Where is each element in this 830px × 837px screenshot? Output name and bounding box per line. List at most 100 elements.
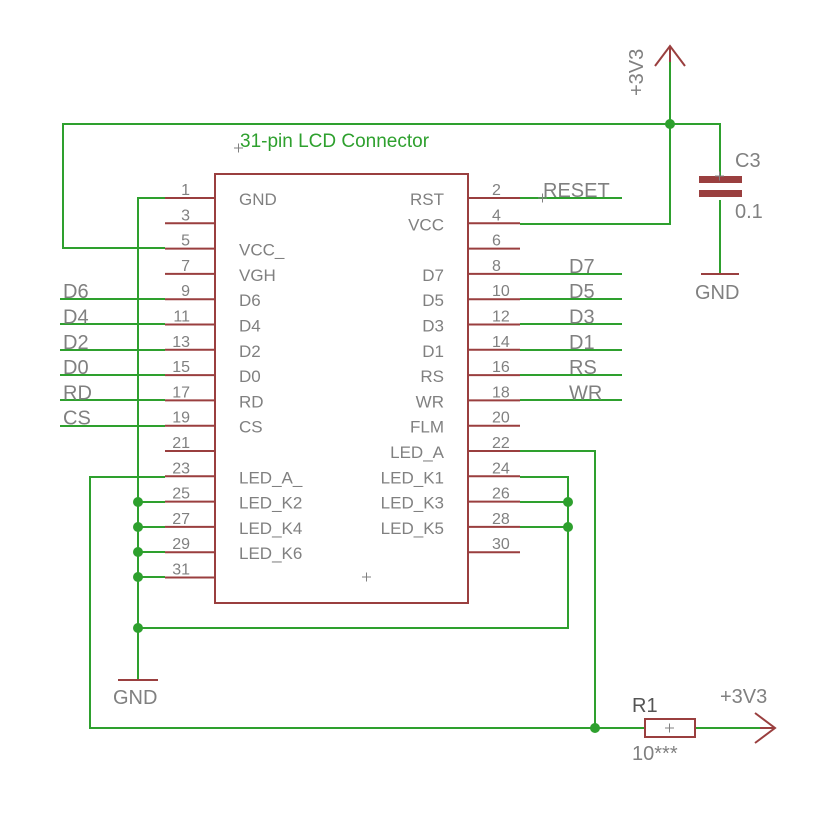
pin-label: LED_K6 [239,544,302,563]
wire-led-anode-pin22 [520,450,596,728]
wire-led-anode-pin23 [89,476,645,729]
pin-number: 23 [172,460,190,477]
junction-dot [590,723,600,733]
pin-number: 28 [492,511,510,528]
pin-number: 14 [492,334,510,351]
pin-number: 9 [181,283,190,300]
pin-number: 30 [492,536,510,553]
wire-gnd-to-cathodes [138,476,569,629]
resistor-value: 10*** [632,743,678,765]
net-label: CS [63,408,91,430]
pin-number: 11 [173,309,190,326]
gnd-symbol-main: GND [113,679,158,709]
pin-number: 24 [492,460,510,477]
net-label-origin-cross [538,193,547,203]
pin-number: 31 [172,562,190,579]
gnd-label: GND [695,282,739,304]
pin-label: D6 [239,291,261,310]
connector-title: 31-pin LCD Connector [240,131,430,152]
net-label: RS [569,357,597,379]
wire-supply-to-cap [670,123,721,176]
resistor-name: R1 [632,695,658,717]
pin-number: 25 [172,486,190,503]
pin-number: 20 [492,410,510,427]
junction-dot [133,497,143,507]
pin-label: LED_K4 [239,519,302,538]
pin-number: 18 [492,384,510,401]
capacitor-origin-cross [715,171,724,181]
pin-label: D0 [239,367,261,386]
junction-dot [133,572,143,582]
pin-number: 26 [492,486,510,503]
pin-label: RS [420,367,444,386]
pin-label: LED_A [390,443,445,462]
pin-number: 3 [181,207,190,224]
net-label: WR [569,382,602,404]
pin-label: VCC_ [239,241,285,260]
pin-label: LED_K5 [381,519,444,538]
pin-number: 5 [181,233,190,250]
net-label: D4 [63,307,89,329]
pin-number: 27 [172,511,190,528]
origin-cross [234,143,243,153]
net-label: D2 [63,332,89,354]
capacitor-plate [699,176,742,183]
pin-number: 10 [492,283,510,300]
junction-dot [563,522,573,532]
pin-label: VGH [239,266,276,285]
wire-gnd-bus [137,197,165,680]
pin-label: LED_A_ [239,468,303,487]
pin-label: VCC [408,215,444,234]
gnd-symbol-cap: GND [695,273,739,304]
pin-label: D7 [422,266,444,285]
pin-label: FLM [410,418,444,437]
pin-label: LED_K2 [239,494,302,513]
pin-label: RD [239,392,264,411]
connector-pin-stubs [165,197,520,579]
junction-dot [133,547,143,557]
pin-label: D5 [422,291,444,310]
pin-number: 2 [492,182,501,199]
capacitor-plate [699,190,742,197]
pin-number: 15 [172,359,190,376]
pin-number: 8 [492,258,501,275]
net-label: D1 [569,332,595,354]
net-label: D5 [569,281,595,303]
net-label: D3 [569,307,595,329]
gnd-label: GND [113,687,157,709]
wire-supply-loop-to-pin5 [62,123,670,249]
net-label: D0 [63,357,89,379]
junction-dot [665,119,675,129]
pin-number: 1 [181,182,190,199]
pin-number: 17 [172,384,190,401]
pin-label: D3 [422,317,444,336]
pin-label: D1 [422,342,444,361]
pin-label: WR [416,392,444,411]
wire-supply-vertical [520,60,671,225]
pin-number: 21 [172,435,190,452]
pin-number: 13 [172,334,190,351]
pin-label: LED_K3 [381,494,444,513]
resistor-origin-cross [665,723,674,733]
wires [60,60,770,729]
net-label: D6 [63,281,89,303]
junction-dot [133,522,143,532]
pin-label: D2 [239,342,261,361]
supply-label: +3V3 [720,686,767,708]
capacitor-c3: C3 0.1 [699,150,763,223]
pin-number: 4 [492,207,501,224]
pin-number: 29 [172,536,190,553]
pin-number: 6 [492,233,501,250]
connector-origin-cross [362,572,371,582]
supply-symbol-right: +3V3 [720,686,777,744]
junction-dot [563,497,573,507]
pin-number: 22 [492,435,510,452]
resistor-body [644,718,696,738]
pin-label: CS [239,418,263,437]
junctions [133,119,675,733]
pin-number: 7 [181,258,190,275]
supply-label: +3V3 [626,49,648,96]
